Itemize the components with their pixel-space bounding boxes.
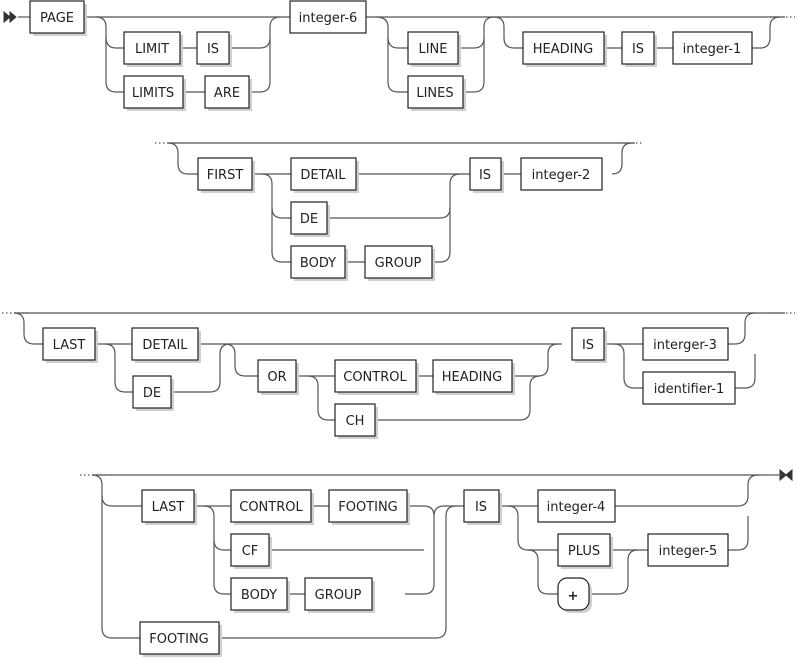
svg-text:identifier-1: identifier-1 <box>654 382 724 397</box>
svg-text:IS: IS <box>582 338 594 353</box>
param-identifier-1: identifier-1 <box>642 371 736 405</box>
svg-text:integer-5: integer-5 <box>659 544 718 559</box>
svg-text:BODY: BODY <box>300 256 336 271</box>
keyword-first: FIRST <box>197 157 255 193</box>
svg-text:LAST: LAST <box>152 500 185 515</box>
svg-text:CF: CF <box>242 544 259 559</box>
keyword-heading: HEADING <box>522 31 607 67</box>
keyword-limit: LIMIT <box>123 31 183 67</box>
keyword-detail-first: DETAIL <box>290 157 359 193</box>
keyword-cf: CF <box>230 533 272 569</box>
param-integer-6: integer-6 <box>289 0 367 34</box>
keyword-control-heading: CONTROL <box>334 359 419 395</box>
svg-text:IS: IS <box>475 500 487 515</box>
keyword-is-row3: IS <box>571 327 607 363</box>
svg-text:DETAIL: DETAIL <box>142 338 188 353</box>
keyword-page: PAGE <box>29 0 87 36</box>
row-2-connectors <box>155 142 642 263</box>
svg-text:LIMIT: LIMIT <box>135 42 169 57</box>
keyword-footing-alt: FOOTING <box>139 621 222 657</box>
param-integer-4: integer-4 <box>537 489 616 523</box>
svg-text:FOOTING: FOOTING <box>149 632 209 647</box>
svg-text:HEADING: HEADING <box>442 370 503 385</box>
svg-text:interger-3: interger-3 <box>653 338 717 353</box>
keyword-or: OR <box>257 359 299 395</box>
keyword-lines: LINES <box>407 75 466 111</box>
row-1-connectors <box>18 16 795 93</box>
svg-text:HEADING: HEADING <box>533 42 594 57</box>
svg-text:LINE: LINE <box>418 42 447 57</box>
svg-text:LINES: LINES <box>416 86 453 101</box>
row-3-connectors <box>2 312 795 421</box>
svg-text:PLUS: PLUS <box>568 544 600 559</box>
svg-text:DE: DE <box>143 386 161 401</box>
svg-text:CONTROL: CONTROL <box>239 500 303 515</box>
svg-text:integer-4: integer-4 <box>547 500 606 515</box>
svg-text:DETAIL: DETAIL <box>300 168 346 183</box>
keyword-control-footing: CONTROL <box>230 489 314 525</box>
keyword-last-row3: LAST <box>42 327 98 363</box>
keyword-plus: PLUS <box>557 533 613 569</box>
svg-text:+: + <box>568 589 579 604</box>
svg-text:CONTROL: CONTROL <box>343 370 407 385</box>
end-arrow-icon <box>779 468 793 482</box>
svg-text:FIRST: FIRST <box>207 168 244 183</box>
svg-text:GROUP: GROUP <box>315 588 362 603</box>
keyword-are: ARE <box>204 75 252 111</box>
keyword-group-row4: GROUP <box>304 577 375 613</box>
svg-text:ARE: ARE <box>214 86 240 101</box>
keyword-is-row4: IS <box>463 489 502 525</box>
row-4-connectors <box>80 474 768 639</box>
svg-text:GROUP: GROUP <box>375 256 422 271</box>
keyword-ch: CH <box>334 403 378 439</box>
keyword-line: LINE <box>407 31 461 67</box>
param-integer-1: integer-1 <box>672 31 753 65</box>
keyword-group-first: GROUP <box>364 245 435 281</box>
svg-text:IS: IS <box>207 42 219 57</box>
svg-text:FOOTING: FOOTING <box>338 500 398 515</box>
start-arrow-icon <box>3 10 17 24</box>
param-integer-5: integer-5 <box>647 533 729 567</box>
symbol-plus-sign: + <box>557 577 592 613</box>
param-integer-2: integer-2 <box>520 157 603 191</box>
svg-text:LAST: LAST <box>53 338 86 353</box>
svg-text:BODY: BODY <box>241 588 277 603</box>
keyword-de-first: DE <box>290 201 330 237</box>
svg-text:OR: OR <box>267 370 286 385</box>
svg-text:CH: CH <box>346 414 365 429</box>
keyword-is-first: IS <box>469 157 504 193</box>
keyword-de-last: DE <box>132 375 174 411</box>
svg-text:PAGE: PAGE <box>40 11 74 26</box>
keyword-is-heading: IS <box>621 31 657 67</box>
svg-text:integer-2: integer-2 <box>532 168 591 183</box>
keyword-body-row4: BODY <box>230 577 290 613</box>
svg-text:LIMITS: LIMITS <box>132 86 174 101</box>
svg-text:DE: DE <box>300 212 318 227</box>
svg-text:integer-6: integer-6 <box>299 11 358 26</box>
keyword-detail-last: DETAIL <box>131 327 201 363</box>
keyword-footing-row4: FOOTING <box>328 489 410 525</box>
param-interger-3: interger-3 <box>642 327 729 361</box>
keyword-limits: LIMITS <box>123 75 186 111</box>
svg-text:IS: IS <box>479 168 491 183</box>
keyword-heading-row3: HEADING <box>432 359 515 395</box>
keyword-body-first: BODY <box>290 245 348 281</box>
svg-text:IS: IS <box>632 42 644 57</box>
keyword-last-row4: LAST <box>141 489 197 525</box>
keyword-is-limit: IS <box>196 31 232 67</box>
svg-text:integer-1: integer-1 <box>683 42 742 57</box>
